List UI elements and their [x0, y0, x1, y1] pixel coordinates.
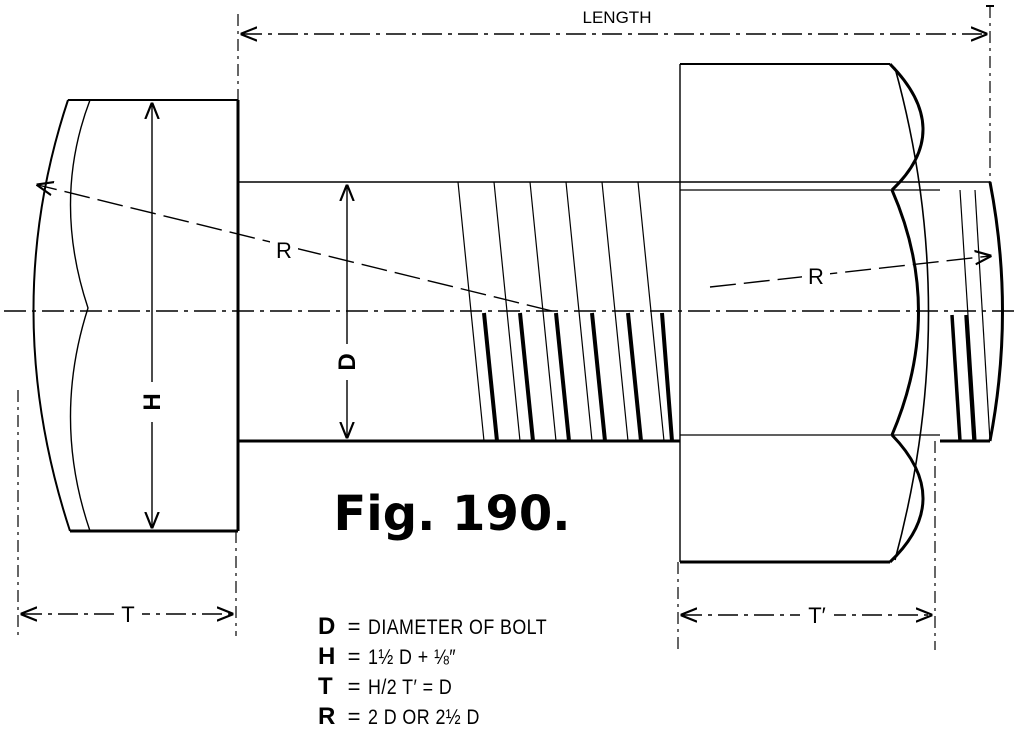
- legend-row-h: H = 1½ D + ⅛″: [318, 642, 648, 672]
- bolt-threads: [457, 181, 991, 442]
- legend-row-t: T = H/2 T′ = D: [318, 672, 648, 702]
- length-label: LENGTH: [583, 8, 652, 27]
- end-radius-label: R: [808, 264, 824, 289]
- legend-key: D: [318, 613, 336, 640]
- bolt-shank: [238, 181, 990, 443]
- legend-equals: =: [347, 674, 361, 699]
- head-height-label: H: [139, 393, 166, 410]
- legend-key: T: [318, 673, 333, 700]
- legend-row-r: R = 2 D OR 2½ D: [318, 702, 648, 732]
- bolt-end: [988, 181, 1004, 442]
- head-thickness-label: T: [121, 602, 134, 627]
- formula-legend: D = DIAMETER OF BOLT H = 1½ D + ⅛″ T = H/2 T′ …: [318, 612, 648, 732]
- legend-key: R: [318, 703, 336, 730]
- legend-row-d: D = DIAMETER OF BOLT: [318, 612, 648, 642]
- head-radius-label: R: [276, 238, 292, 263]
- legend-value: DIAMETER OF BOLT: [368, 616, 548, 639]
- hex-nut: [679, 62, 940, 564]
- nut-thickness-label: T′: [808, 603, 826, 628]
- legend-value: H/2 T′ = D: [368, 676, 453, 699]
- legend-value: 1½ D + ⅛″: [368, 646, 457, 669]
- legend-equals: =: [347, 614, 361, 639]
- length-dimension: [237, 5, 994, 182]
- end-radius-line: [709, 256, 990, 288]
- head-thickness-dimension: [17, 390, 237, 636]
- diameter-label: D: [334, 353, 361, 370]
- legend-value: 2 D OR 2½ D: [368, 706, 480, 729]
- figure-caption: Fig. 190.: [334, 486, 571, 542]
- legend-key: H: [318, 643, 336, 670]
- head-radius-line: [38, 185, 553, 312]
- legend-equals: =: [347, 704, 361, 729]
- bolt-head: [32, 99, 240, 533]
- legend-equals: =: [347, 644, 361, 669]
